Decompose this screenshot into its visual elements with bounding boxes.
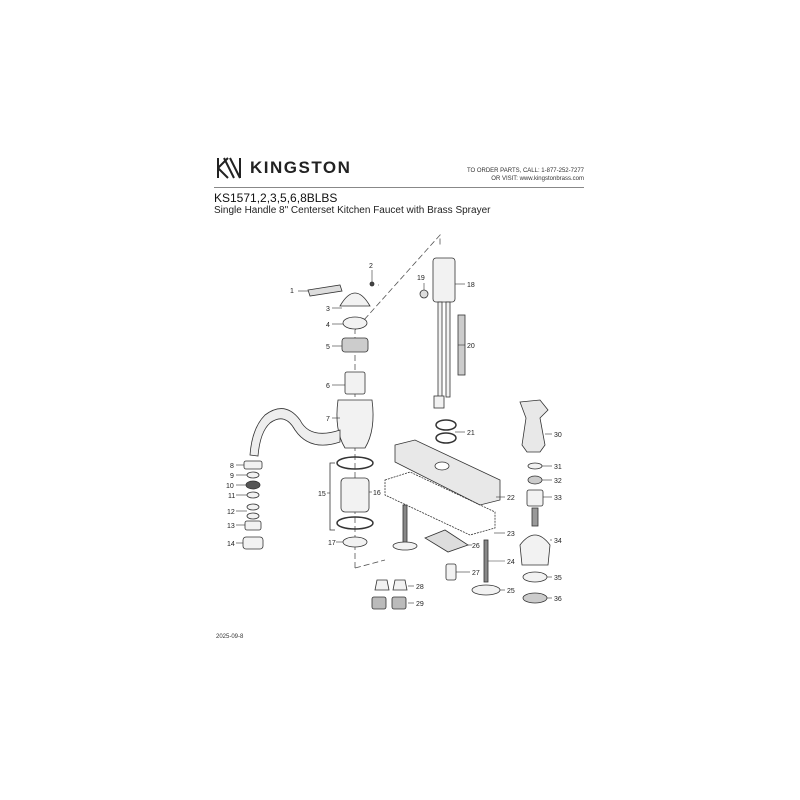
part-label-36: 36	[554, 596, 562, 603]
part-label-16: 16	[373, 490, 381, 497]
part-label-4: 4	[326, 322, 330, 329]
part-label-3: 3	[326, 306, 330, 313]
part-15-oring-top	[336, 456, 374, 470]
part-label-24: 24	[507, 559, 515, 566]
part-label-27: 27	[472, 570, 480, 577]
part-label-22: 22	[507, 495, 515, 502]
part-35-washer	[522, 571, 548, 583]
part-label-34: 34	[554, 538, 562, 545]
part-4-ring	[342, 316, 368, 330]
part-label-8: 8	[230, 463, 234, 470]
part-21-oring-a	[435, 419, 457, 431]
mounting-washer	[392, 541, 418, 551]
kingston-logo-icon	[217, 157, 241, 179]
part-31-washer	[527, 462, 543, 470]
part-34-sprayer-base	[519, 534, 551, 566]
part-24-shank	[483, 539, 489, 583]
part-36-nut	[522, 592, 548, 604]
part-6-cartridge	[344, 371, 366, 395]
part-5-bonnet-nut	[341, 337, 369, 353]
part-8-spout-nut	[243, 460, 263, 470]
part-label-26: 26	[472, 543, 480, 550]
header-divider	[214, 187, 584, 188]
part-18-diverter	[432, 257, 456, 303]
part-12-gasket-a	[246, 503, 260, 511]
part-label-20: 20	[467, 343, 475, 350]
part-14-aerator-housing	[242, 536, 264, 550]
part-32-nut	[527, 475, 543, 485]
revision-date: 2025-09-8	[216, 634, 244, 640]
assembly-guide-line	[354, 233, 441, 569]
part-17-washer	[342, 536, 368, 548]
part-label-33: 33	[554, 495, 562, 502]
spout	[249, 408, 341, 457]
deck-plate-hole	[434, 461, 450, 471]
part-label-2: 2	[369, 263, 373, 270]
part-label-32: 32	[554, 478, 562, 485]
part-29-hex-nut-b	[391, 596, 407, 610]
part-7-faucet-body	[336, 399, 374, 449]
part-label-28: 28	[416, 584, 424, 591]
part-2-set-screw	[369, 281, 375, 287]
order-info: TO ORDER PARTS, CALL: 1-877-252-7277 OR …	[467, 167, 584, 183]
part-26-bracket	[424, 529, 469, 553]
sprayer-hose	[531, 507, 539, 527]
part-11-washer	[246, 491, 260, 499]
part-label-1: 1	[290, 288, 294, 295]
mounting-bolt	[402, 504, 408, 544]
part-30-sprayer	[519, 399, 549, 453]
part-label-23: 23	[507, 531, 515, 538]
part-20-supply-tube-a	[437, 301, 443, 398]
part-label-15: 15	[318, 491, 326, 498]
part-label-7: 7	[326, 416, 330, 423]
part-label-17: 17	[328, 540, 336, 547]
part-label-35: 35	[554, 575, 562, 582]
part-19-oring	[419, 289, 429, 299]
part-21-oring-b	[435, 432, 457, 444]
part-label-30: 30	[554, 432, 562, 439]
part-label-14: 14	[227, 541, 235, 548]
model-number: KS1571,2,3,5,6,8BLBS	[214, 191, 338, 205]
part-1-lever-handle	[307, 284, 343, 297]
part-label-19: 19	[417, 275, 425, 282]
part-label-10: 10	[226, 483, 234, 490]
brand-name: KINGSTON	[250, 158, 352, 177]
part-20-supply-tube-b	[445, 301, 451, 398]
order-phone: TO ORDER PARTS, CALL: 1-877-252-7277	[466, 168, 584, 174]
part-label-12: 12	[227, 509, 235, 516]
part-12-gasket-b	[246, 512, 260, 520]
part-label-6: 6	[326, 383, 330, 390]
part-label-31: 31	[554, 464, 562, 471]
part-15-oring-bottom	[336, 516, 374, 530]
part-16-sleeve	[340, 477, 370, 513]
part-22-deck-plate	[394, 439, 501, 506]
part-label-21: 21	[467, 430, 475, 437]
part-label-9: 9	[230, 473, 234, 480]
part-23-gasket	[384, 471, 496, 536]
part-label-29: 29	[416, 601, 424, 608]
part-10-aerator-screen	[245, 480, 261, 490]
part-33-hose-fitting	[526, 489, 544, 507]
part-9-washer	[246, 471, 260, 479]
part-label-5: 5	[326, 344, 330, 351]
part-3-dome-cap	[339, 292, 371, 307]
part-20-tube-end	[433, 395, 445, 409]
part-15-bracket	[329, 462, 335, 531]
part-13-insert	[244, 520, 262, 531]
product-subtitle: Single Handle 8" Centerset Kitchen Fauce…	[214, 205, 491, 216]
part-label-11: 11	[228, 493, 235, 500]
part-29-hex-nut-a	[371, 596, 387, 610]
part-28-nut-b	[392, 579, 408, 591]
part-27-coupling	[445, 563, 457, 581]
part-28-nut-a	[374, 579, 390, 591]
part-label-13: 13	[227, 523, 235, 530]
part-label-18: 18	[467, 282, 475, 289]
part-25-nut	[471, 584, 501, 596]
order-website: OR VISIT: www.kingstonbrass.com	[491, 176, 584, 182]
part-label-25: 25	[507, 588, 515, 595]
